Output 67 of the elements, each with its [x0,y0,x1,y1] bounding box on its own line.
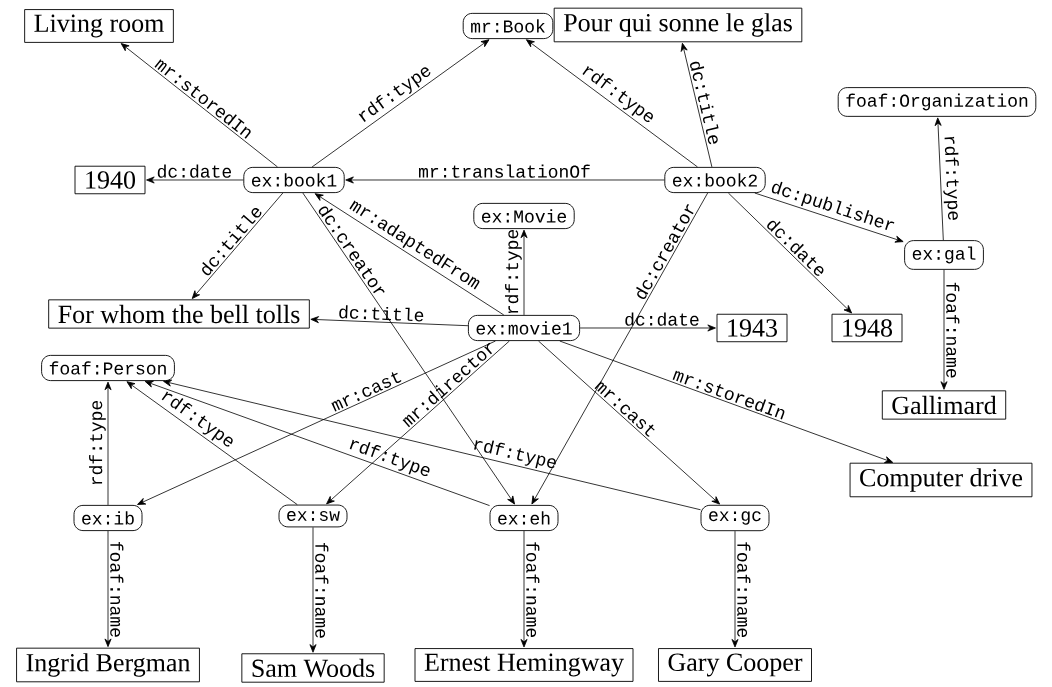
literal-box: Pour qui sonne le glas [553,7,803,43]
literal-box: Sam Woods [241,653,385,683]
arrow [526,39,698,168]
arrow [940,269,948,390]
arrow [754,192,904,243]
edge-label: foaf:name [737,542,751,638]
arrow [731,530,739,648]
literal-box: 1940 [74,165,146,195]
arrow [579,324,716,332]
arrow [728,192,853,314]
arrow [345,176,665,184]
arrow [559,340,894,464]
arrow [326,340,510,505]
arrow [309,526,317,653]
edge-label: foaf:name [526,542,540,637]
edge-label: foaf:name [946,282,960,378]
edge-label: dc:date [157,164,231,178]
literal-box: Computer drive [849,462,1033,498]
literal-box: 1943 [716,313,788,343]
edge-label: dc:title [690,61,719,145]
literal-box: Ingrid Bergman [16,647,200,683]
arrow [146,176,244,184]
arrow [538,340,721,505]
edge-label: mr:translationOf [418,164,590,178]
arrow [310,316,469,327]
arrow [934,117,944,241]
arrow [191,192,284,299]
arrow [520,229,528,316]
edge-label: foaf:name [315,542,329,638]
resource-node: foaf:Organization [837,87,1037,117]
arrow [126,381,298,505]
arrow [680,42,713,168]
edge-label: rdf:type [943,136,959,220]
literal-box: Gallimard [881,390,1007,420]
arrow [311,39,490,168]
arrow [314,193,505,316]
arrow [520,530,528,648]
arrow [120,43,278,168]
arrow [104,381,112,506]
literal-box: For whom the bell tolls [48,299,310,329]
arrow [302,192,515,505]
arrow [144,380,490,506]
arrow [163,379,701,511]
resource-node: ex:book1 [243,166,345,194]
resource-node: ex:gc [700,504,770,532]
edge-label: rdf:type [474,440,556,469]
resource-node: ex:Movie [473,202,575,230]
resource-node: ex:sw [278,504,348,528]
resource-node: ex:book2 [664,166,766,194]
resource-node: ex:movie1 [467,314,581,342]
literal-box: 1948 [831,313,903,343]
arrow [104,530,112,648]
literal-box: Gary Cooper [658,648,812,682]
edge-label: dc:title [339,305,424,322]
arrow [137,340,496,505]
resource-node: mr:Book [462,12,554,40]
edge-label: rdf:type [505,230,522,314]
literal-box: Ernest Hemingway [414,648,634,682]
edge-label: dc:date [625,312,699,326]
resource-node: ex:ib [73,504,143,532]
resource-node: ex:eh [489,504,559,532]
literal-box: Living room [24,9,174,43]
resource-node: ex:gal [904,240,984,270]
edge-label: foaf:name [110,542,124,637]
edge-label: rdf:type [89,401,106,485]
arrow [531,192,709,505]
resource-node: foaf:Person [41,354,175,382]
